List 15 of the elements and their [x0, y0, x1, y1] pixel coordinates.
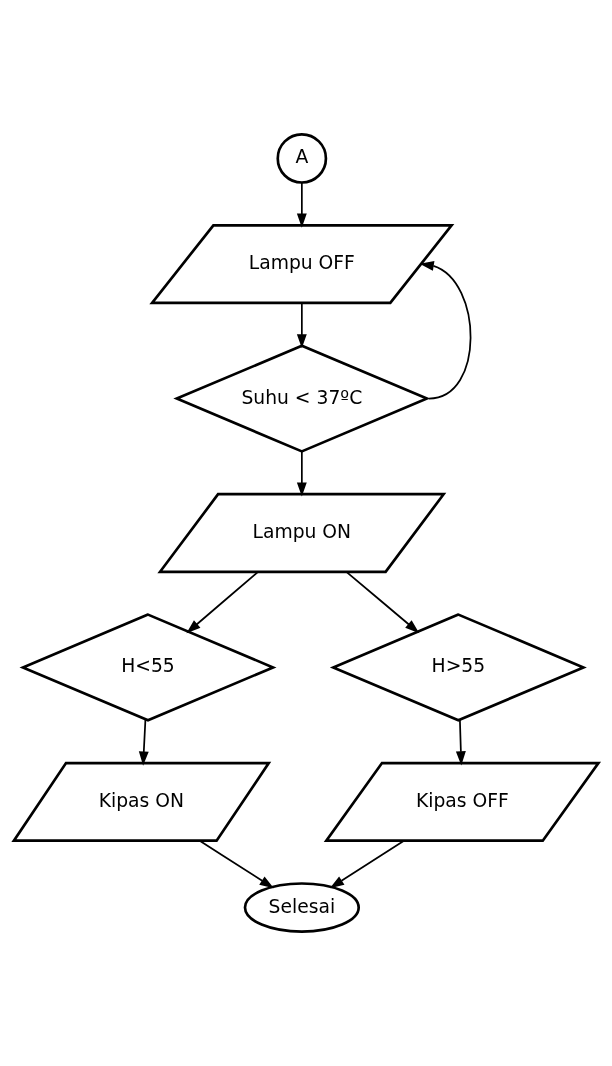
- arrow: [329, 839, 405, 889]
- arrow: [455, 718, 466, 766]
- node-diamond: H<55: [19, 613, 277, 722]
- node-ellipse: Selesai: [243, 882, 360, 933]
- node-diamond: H>55: [329, 613, 587, 722]
- arrow: [198, 839, 274, 889]
- arrow: [345, 571, 420, 634]
- arrow: [296, 181, 307, 228]
- arrow: [186, 571, 259, 634]
- node-circle: A: [276, 133, 328, 184]
- arrow: [296, 302, 307, 349]
- arrow: [296, 450, 307, 497]
- arrow: [138, 718, 149, 766]
- arrow: [419, 260, 472, 400]
- node-diamond: Suhu < 37ºC: [173, 344, 431, 453]
